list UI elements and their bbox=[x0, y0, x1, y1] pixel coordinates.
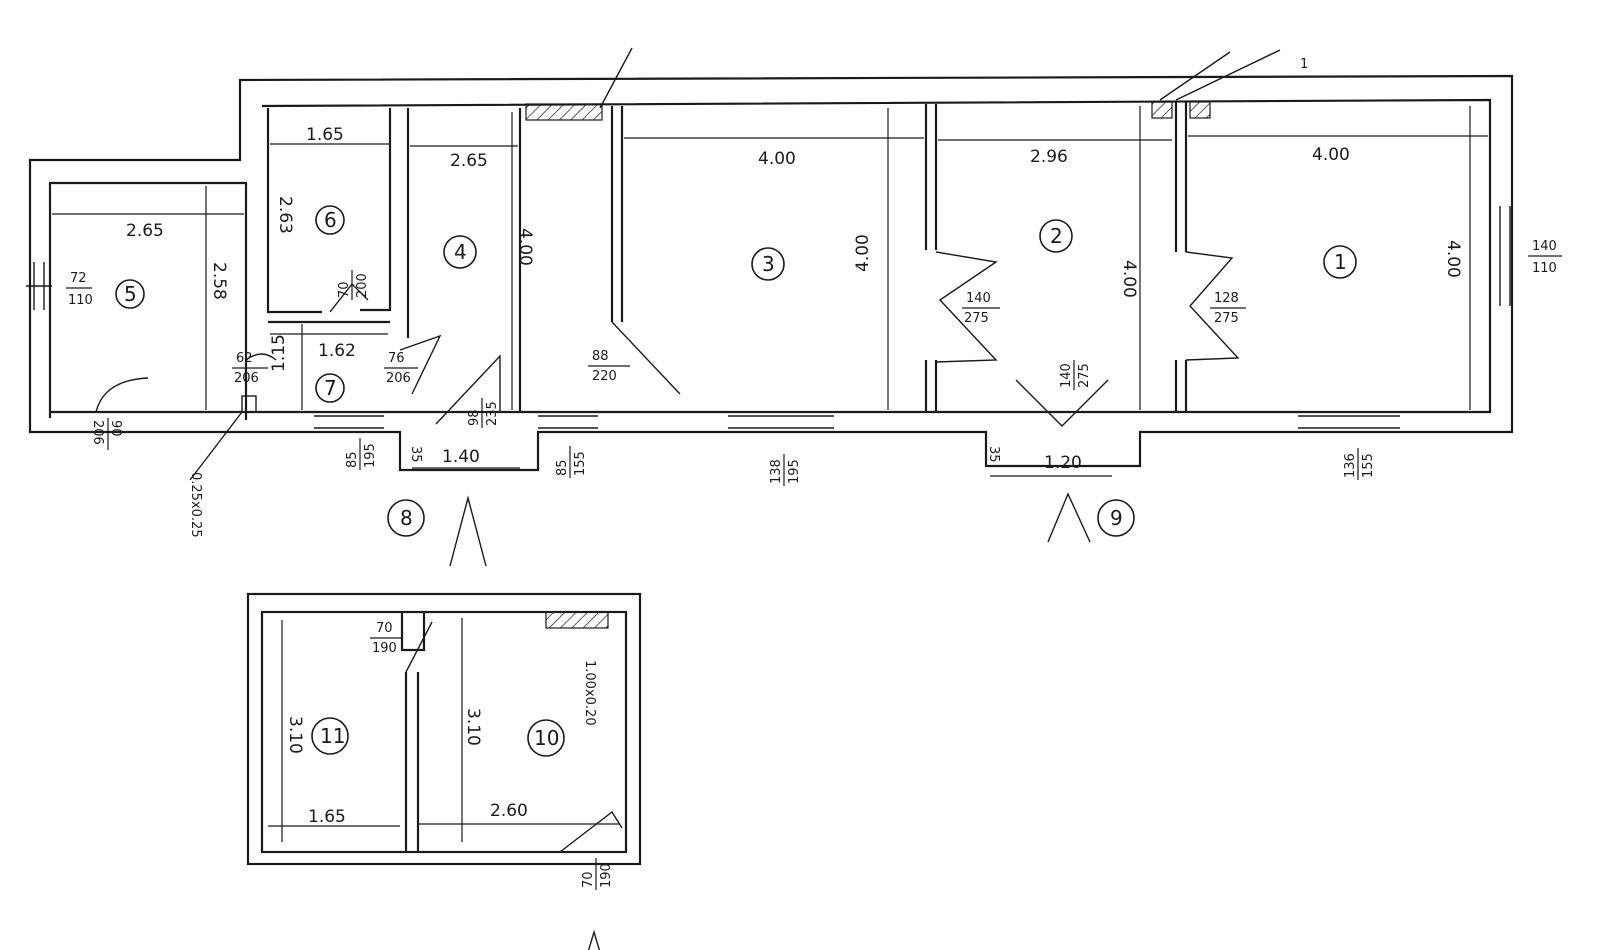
room-2-width: 2.96 bbox=[1030, 147, 1068, 167]
dimension-labels: 2.65 2.58 1.65 2.63 1.62 1.15 2.65 4.00 … bbox=[126, 125, 1463, 827]
win-r7-height: 195 bbox=[363, 443, 378, 468]
room-8-depth: 35 bbox=[408, 446, 423, 463]
door-r9-width: 140 bbox=[1059, 363, 1074, 388]
door-r11-height: 190 bbox=[372, 641, 397, 656]
room-11-length: 3.10 bbox=[285, 716, 305, 754]
room-1-number: 1 bbox=[1334, 250, 1347, 274]
room-10-number: 10 bbox=[534, 726, 559, 750]
door-r2b-height: 275 bbox=[1214, 311, 1239, 326]
door-r3-width: 88 bbox=[592, 349, 609, 364]
door-r4-height: 235 bbox=[485, 401, 500, 426]
door-r10-width: 70 bbox=[581, 871, 596, 888]
room-11-width: 1.65 bbox=[308, 807, 346, 827]
win-r4-width: 85 bbox=[555, 459, 570, 476]
room-9-depth: 35 bbox=[986, 446, 1001, 463]
room-2-number: 2 bbox=[1050, 224, 1063, 248]
room-3-length: 4.00 bbox=[853, 234, 873, 272]
door-r3-height: 220 bbox=[592, 369, 617, 384]
post-section: 0.25x0.25 bbox=[188, 472, 203, 538]
door-76-width: 76 bbox=[388, 351, 405, 366]
win-r3-width: 138 bbox=[769, 459, 784, 484]
door-76-height: 206 bbox=[386, 371, 411, 386]
room-8-number: 8 bbox=[400, 506, 413, 530]
room-4-width: 2.65 bbox=[450, 151, 488, 171]
room-2-length: 4.00 bbox=[1119, 260, 1139, 298]
top-mark: 1 bbox=[1300, 57, 1308, 72]
win-r1b-width: 136 bbox=[1343, 453, 1358, 478]
room-8-width: 1.40 bbox=[442, 447, 480, 467]
door-62-width: 62 bbox=[236, 351, 253, 366]
chimney-hatch bbox=[1151, 101, 1173, 119]
opening-labels: 72 110 140 110 90 206 70 200 62 206 76 2… bbox=[66, 239, 1562, 890]
room-9-width: 1.20 bbox=[1044, 453, 1082, 473]
room-7-number: 7 bbox=[324, 376, 337, 400]
door-r2b-width: 128 bbox=[1214, 291, 1239, 306]
win-r7-width: 85 bbox=[345, 451, 360, 468]
door-r6-width: 70 bbox=[337, 281, 352, 298]
room-4-length: 4.00 bbox=[515, 228, 535, 266]
dimension-lines bbox=[52, 106, 1488, 842]
win-r1-width: 140 bbox=[1532, 239, 1557, 254]
room-5-number: 5 bbox=[124, 282, 137, 306]
chimney-section: 1.00x0.20 bbox=[582, 660, 597, 726]
room-10-length: 3.10 bbox=[463, 708, 483, 746]
room-7-width: 1.62 bbox=[318, 341, 356, 361]
win-r4-height: 155 bbox=[573, 451, 588, 476]
room-6-width: 1.65 bbox=[306, 125, 344, 145]
room-5-length: 2.58 bbox=[209, 262, 229, 300]
room-3-number: 3 bbox=[762, 252, 775, 276]
room-10-width: 2.60 bbox=[490, 801, 528, 821]
door-r6-height: 200 bbox=[355, 273, 370, 298]
room-9-number: 9 bbox=[1110, 506, 1123, 530]
win-r5-width: 72 bbox=[70, 271, 87, 286]
room-5-width: 2.65 bbox=[126, 221, 164, 241]
annex-walls bbox=[246, 592, 642, 866]
door-r2a-height: 275 bbox=[964, 311, 989, 326]
win-r3-height: 195 bbox=[787, 459, 802, 484]
room-1-length: 4.00 bbox=[1443, 240, 1463, 278]
chimney-hatch bbox=[1189, 101, 1211, 119]
win-r1-height: 110 bbox=[1532, 261, 1557, 276]
win-r5-height: 110 bbox=[68, 293, 93, 308]
door-62-height: 206 bbox=[234, 371, 259, 386]
chimney-hatch bbox=[525, 103, 603, 121]
room-6-length: 2.63 bbox=[275, 196, 295, 234]
door-r5-height: 206 bbox=[90, 420, 105, 445]
door-r9-height: 275 bbox=[1077, 363, 1092, 388]
main-building-walls bbox=[28, 74, 1514, 472]
room-11-number: 11 bbox=[320, 724, 345, 748]
opening-symbols bbox=[26, 206, 1511, 950]
win-r1b-height: 155 bbox=[1361, 453, 1376, 478]
door-r2a-width: 140 bbox=[966, 291, 991, 306]
room-markers: 5 6 7 4 3 2 1 8 9 10 11 bbox=[115, 205, 1357, 757]
room-6-number: 6 bbox=[324, 208, 337, 232]
room-7-length: 1.15 bbox=[269, 334, 289, 372]
room-1-width: 4.00 bbox=[1312, 145, 1350, 165]
door-r4-width: 98 bbox=[467, 409, 482, 426]
room-4-number: 4 bbox=[454, 240, 467, 264]
room-3-width: 4.00 bbox=[758, 149, 796, 169]
door-r5-width: 90 bbox=[108, 420, 123, 437]
door-r11-width: 70 bbox=[376, 621, 393, 636]
chimney-hatch bbox=[545, 611, 609, 629]
door-r10-height: 190 bbox=[599, 863, 614, 888]
